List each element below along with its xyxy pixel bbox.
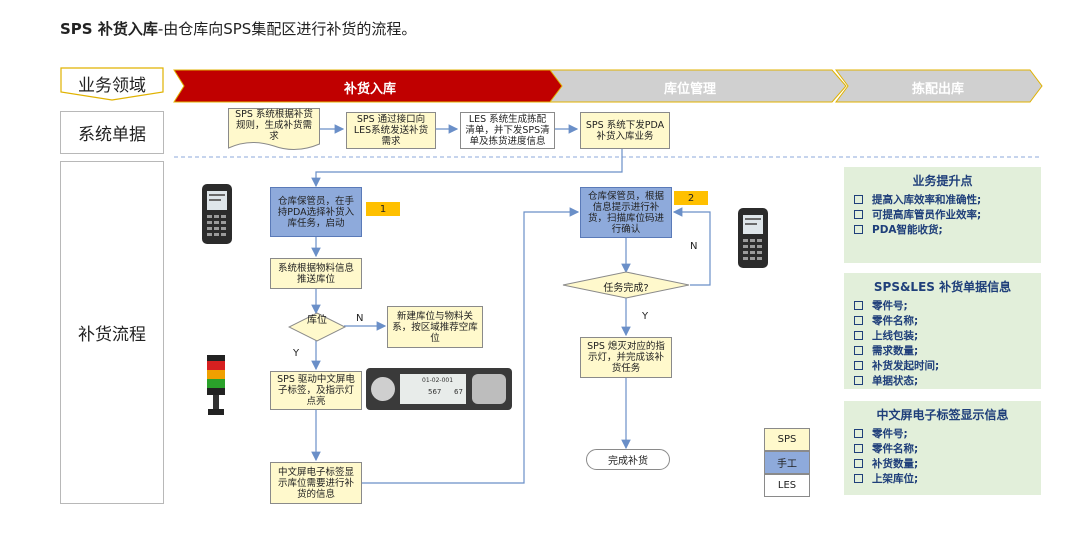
legend-les: LES <box>764 474 810 497</box>
list-item: 上线包装; <box>854 329 1041 344</box>
step-marker-1: 1 <box>366 202 400 216</box>
panel-doc-info: SPS&LES 补货单据信息 零件号; 零件名称; 上线包装; 需求数量; 补货… <box>844 273 1041 389</box>
domain-label: 业务领域 <box>60 67 164 101</box>
label-left-button <box>371 377 395 401</box>
doc-shape <box>228 108 320 150</box>
list-item: 上架库位; <box>854 472 1041 487</box>
branch-label-n-left: N <box>356 313 364 324</box>
flow-box-sps-drive: SPS 驱动中文屏电子标签，及指示灯点亮 <box>270 371 362 410</box>
flow-label: 补货流程 <box>60 161 164 504</box>
phase-chevron-2 <box>549 69 847 103</box>
branch-label-y-left: Y <box>293 348 300 359</box>
label-code: 01-02-001 <box>422 377 454 384</box>
domain-label-text: 业务领域 <box>78 76 146 96</box>
signal-tower-light-icon <box>207 355 225 415</box>
flow-box-display-info: 中文屏电子标签显示库位需要进行补货的信息 <box>270 462 362 504</box>
panel-label-info: 中文屏电子标签显示信息 零件号; 零件名称; 补货数量; 上架库位; <box>844 401 1041 495</box>
list-item: 零件号; <box>854 427 1041 442</box>
decision-location-label: 库位 <box>307 315 327 326</box>
list-item: 补货发起时间; <box>854 359 1041 374</box>
label-screen: 01-02-001 567 67 <box>400 374 466 404</box>
doc-box-interface: SPS 通过接口向LES系统发送补货需求 <box>346 112 436 149</box>
flow-box-sps-off: SPS 熄灭对应的指示灯，并完成该补货任务 <box>580 337 672 378</box>
phase-1-label: 补货入库 <box>343 81 396 97</box>
step-marker-2: 2 <box>674 191 708 205</box>
phase-2-label: 库位管理 <box>663 81 716 97</box>
doc-box-pda-task: SPS 系统下发PDA补货入库业务 <box>580 112 670 149</box>
label-qty: 567 <box>428 388 442 396</box>
list-item: 零件名称; <box>854 314 1041 329</box>
pda-device-icon-2 <box>738 208 768 268</box>
label-right-button <box>472 374 506 404</box>
flow-box-keeper-pda: 仓库保管员，在手持PDA选择补货入库任务，启动 <box>270 187 362 237</box>
pda-device-icon <box>202 184 232 244</box>
panel-improvements: 业务提升点 提高入库效率和准确性; 可提高库管员作业效率; PDA智能收货; <box>844 167 1041 263</box>
list-item: 补货数量; <box>854 457 1041 472</box>
panel-improvements-title: 业务提升点 <box>912 174 973 188</box>
flow-box-new-location: 新建库位与物料关系，按区域推荐空库位 <box>387 306 483 348</box>
list-item: 需求数量; <box>854 344 1041 359</box>
panel-label-info-title: 中文屏电子标签显示信息 <box>876 408 1009 422</box>
list-item: 单据状态; <box>854 374 1041 389</box>
domain-label-shape <box>60 67 164 101</box>
list-item: 零件号; <box>854 299 1041 314</box>
doc-box-text: SPS 系统根据补货规则，生成补货需求 <box>235 109 313 142</box>
legend-manual: 手工 <box>764 451 810 474</box>
phase-chevrons <box>173 69 1043 103</box>
list-item: 提高入库效率和准确性; <box>854 193 1041 208</box>
panel-doc-info-title: SPS&LES 补货单据信息 <box>873 280 1012 294</box>
list-item: 零件名称; <box>854 442 1041 457</box>
docs-label: 系统单据 <box>60 111 164 154</box>
doc-box-sps-demand: SPS 系统根据补货规则，生成补货需求 <box>228 108 320 152</box>
list-item: PDA智能收货; <box>854 223 1041 238</box>
electronic-label-device: 01-02-001 567 67 <box>366 368 512 410</box>
terminal-complete: 完成补货 <box>586 449 670 470</box>
page-title: SPS 补货入库-由仓库向SPS集配区进行补货的流程。 <box>60 20 417 38</box>
phase-chevron-3 <box>835 69 1043 103</box>
legend-sps: SPS <box>764 428 810 451</box>
flow-box-keeper-confirm: 仓库保管员，根据信息提示进行补货，扫描库位码进行确认 <box>580 187 672 238</box>
doc-box-les-picking: LES 系统生成拣配清单，并下发SPS清单及拣货进度信息 <box>460 112 555 149</box>
branch-label-n-right: N <box>690 241 698 252</box>
list-item: 可提高库管员作业效率; <box>854 208 1041 223</box>
decision-location <box>288 312 346 342</box>
phase-3-label: 拣配出库 <box>911 81 964 97</box>
flow-box-sys-push: 系统根据物料信息推送库位 <box>270 258 362 289</box>
branch-label-y-right: Y <box>642 311 649 322</box>
decision-done-label: 任务完成? <box>603 283 649 294</box>
decision-done <box>562 271 690 299</box>
label-num: 67 <box>454 388 463 396</box>
